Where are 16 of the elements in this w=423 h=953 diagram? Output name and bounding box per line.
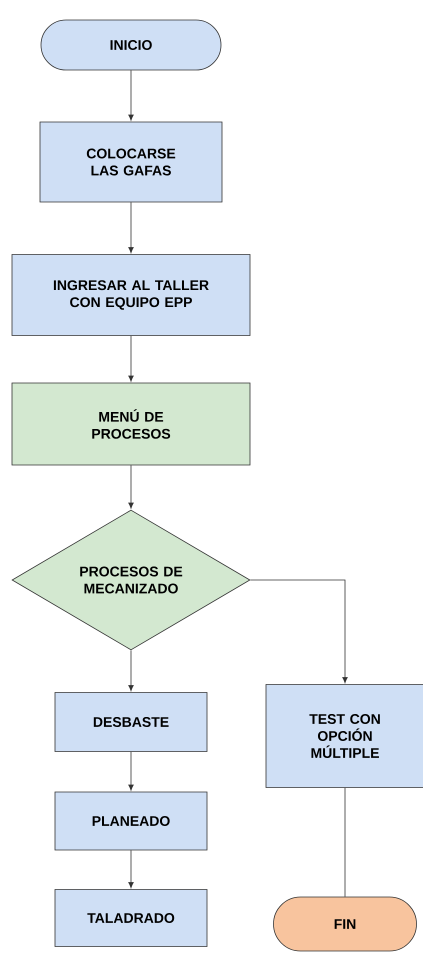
- arrow: [128, 752, 134, 791]
- terminal-oval: FIN: [273, 896, 417, 952]
- arrow: [250, 580, 348, 684]
- process-box: PLANEADO: [54, 792, 208, 850]
- arrow: [128, 650, 134, 692]
- arrow: [128, 336, 134, 382]
- process-box: TEST CON OPCIÓN MÚLTIPLE: [266, 684, 423, 788]
- process-box: MENÚ DE PROCESOS: [12, 382, 250, 466]
- process-box: DESBASTE: [54, 692, 208, 752]
- arrow: [128, 70, 134, 121]
- arrow: [128, 850, 134, 888]
- process-box: TALADRADO: [54, 889, 208, 947]
- process-box: COLOCARSE LAS GAFAS: [40, 122, 222, 202]
- arrow: [128, 202, 134, 254]
- process-box: INGRESAR AL TALLER CON EQUIPO EPP: [12, 254, 250, 336]
- arrow: [128, 465, 134, 509]
